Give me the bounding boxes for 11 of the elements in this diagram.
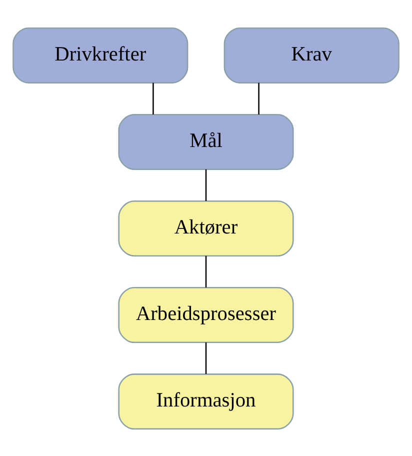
connector — [205, 342, 207, 374]
connector — [152, 82, 154, 114]
node-box: Informasjon — [118, 373, 294, 430]
connector — [205, 168, 207, 200]
node-box: Krav — [224, 26, 400, 83]
node-box: Arbeidsprosesser — [118, 286, 294, 343]
connector — [258, 82, 260, 114]
node-box: Drivkrefter — [12, 26, 188, 83]
node-box: Aktører — [118, 200, 294, 256]
connector — [205, 255, 207, 288]
node-box: Mål — [118, 113, 294, 170]
